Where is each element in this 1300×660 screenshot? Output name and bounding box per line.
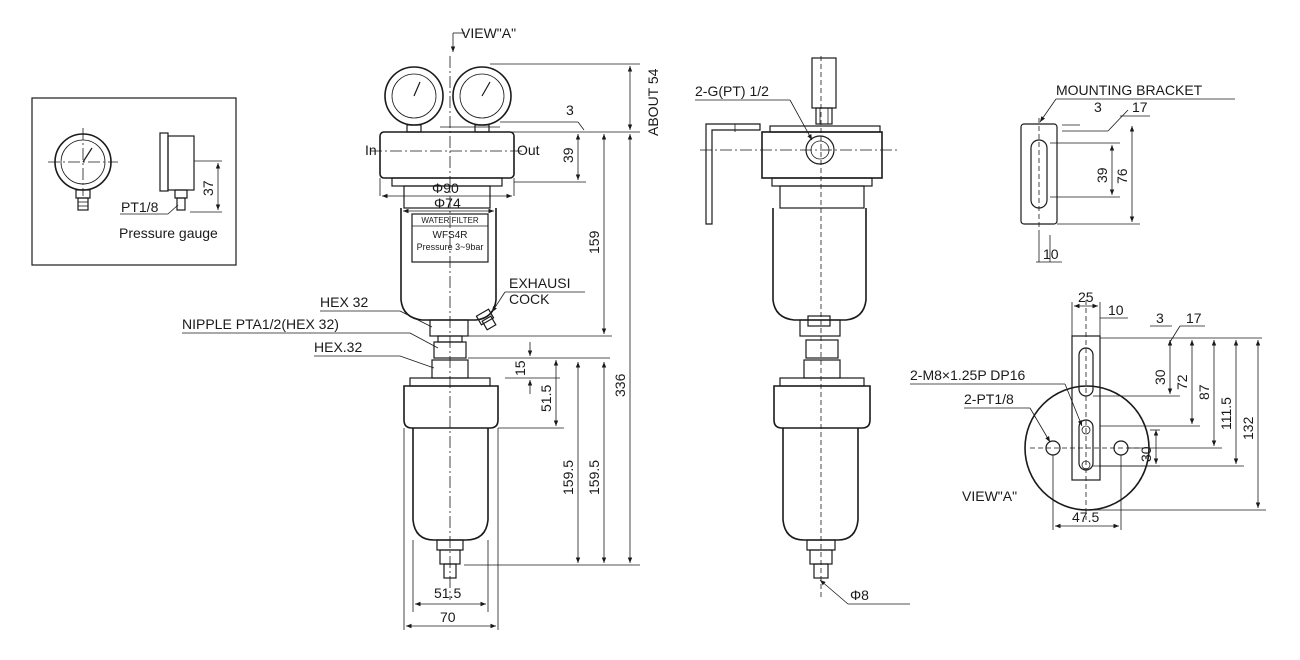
exhaust-cock-icon <box>475 308 497 331</box>
label-pt18: PT1/8 <box>121 199 159 215</box>
label-exhaust: EXHAUSI <box>509 275 570 291</box>
lower-filter-head <box>403 385 499 429</box>
caption-pressure-gauge: Pressure gauge <box>119 225 218 241</box>
label-hex32b: HEX.32 <box>314 339 362 355</box>
view-a-label: VIEW"A" <box>461 25 516 41</box>
label-in: In <box>365 142 377 158</box>
dim-39-front: 39 <box>560 147 576 163</box>
dim-39-bracket: 39 <box>1094 167 1110 183</box>
dim-10-bracket: 10 <box>1043 246 1059 262</box>
dim-132: 132 <box>1240 416 1256 440</box>
nameplate-model: WFS4R <box>433 230 468 241</box>
lower-filter-bowl <box>412 428 489 541</box>
dim-15: 15 <box>512 360 528 376</box>
dim-phi90: Φ90 <box>432 180 459 196</box>
dim-51-5-horizontal: 51.5 <box>434 585 461 601</box>
dim-about-54: ABOUT 54 <box>645 68 661 136</box>
dim-30-a: 30 <box>1152 369 1168 385</box>
dim-30-b: 30 <box>1138 446 1154 462</box>
dim-10-viewa: 10 <box>1108 302 1124 318</box>
front-view: VIEW"A" WATER FILTER WFS4R Pressure 3~9b… <box>182 25 661 630</box>
gauge-left-icon <box>384 66 444 133</box>
dim-51-5-vertical: 51.5 <box>538 385 554 412</box>
filter-head <box>379 131 515 179</box>
label-hex32: HEX 32 <box>320 294 368 310</box>
gauge-front-icon <box>48 128 118 211</box>
dim-17-viewa: 17 <box>1186 310 1202 326</box>
label-port: 2-G(PT) 1/2 <box>695 83 769 99</box>
dim-3-front: 3 <box>566 102 574 118</box>
dim-159-5-a: 159.5 <box>560 460 576 495</box>
dim-phi8: Φ8 <box>850 587 869 603</box>
side-view: 2-G(PT) 1/2 Φ8 <box>695 56 910 605</box>
pressure-gauge-inset: 37 PT1/8 Pressure gauge <box>31 97 237 266</box>
dim-72: 72 <box>1174 374 1190 390</box>
dim-25: 25 <box>1078 289 1094 305</box>
bracket-title: MOUNTING BRACKET <box>1056 82 1203 98</box>
dim-phi74: Φ74 <box>434 195 461 211</box>
dim-3-bracket: 3 <box>1094 99 1102 115</box>
label-view-a-bottom: VIEW"A" <box>962 488 1017 504</box>
inset-frame <box>31 97 237 266</box>
label-cock: COCK <box>509 291 550 307</box>
label-out: Out <box>517 142 540 158</box>
dim-37: 37 <box>200 180 216 196</box>
dim-159: 159 <box>586 230 602 254</box>
label-nipple: NIPPLE PTA1/2(HEX 32) <box>182 316 339 332</box>
side-head <box>761 131 883 179</box>
label-pt18-viewa: 2-PT1/8 <box>964 391 1014 407</box>
dim-47-5: 47.5 <box>1072 509 1099 525</box>
gauge-side-icon <box>159 132 195 211</box>
dim-70: 70 <box>440 609 456 625</box>
dim-111-5: 111.5 <box>1218 397 1234 430</box>
view-a-detail: 25 10 3 17 30 72 87 111.5 132 30 2-M8×1.… <box>910 289 1266 530</box>
label-m8: 2-M8×1.25P DP16 <box>910 367 1026 383</box>
mounting-bracket-view: MOUNTING BRACKET 10 3 17 39 76 <box>1020 82 1235 263</box>
side-bracket <box>705 123 761 225</box>
dim-3-viewa: 3 <box>1156 310 1164 326</box>
dim-336: 336 <box>612 373 628 397</box>
dim-17-bracket: 17 <box>1132 99 1148 115</box>
dim-76: 76 <box>1114 168 1130 184</box>
dim-159-5-b: 159.5 <box>586 460 602 495</box>
dim-87: 87 <box>1196 384 1212 400</box>
